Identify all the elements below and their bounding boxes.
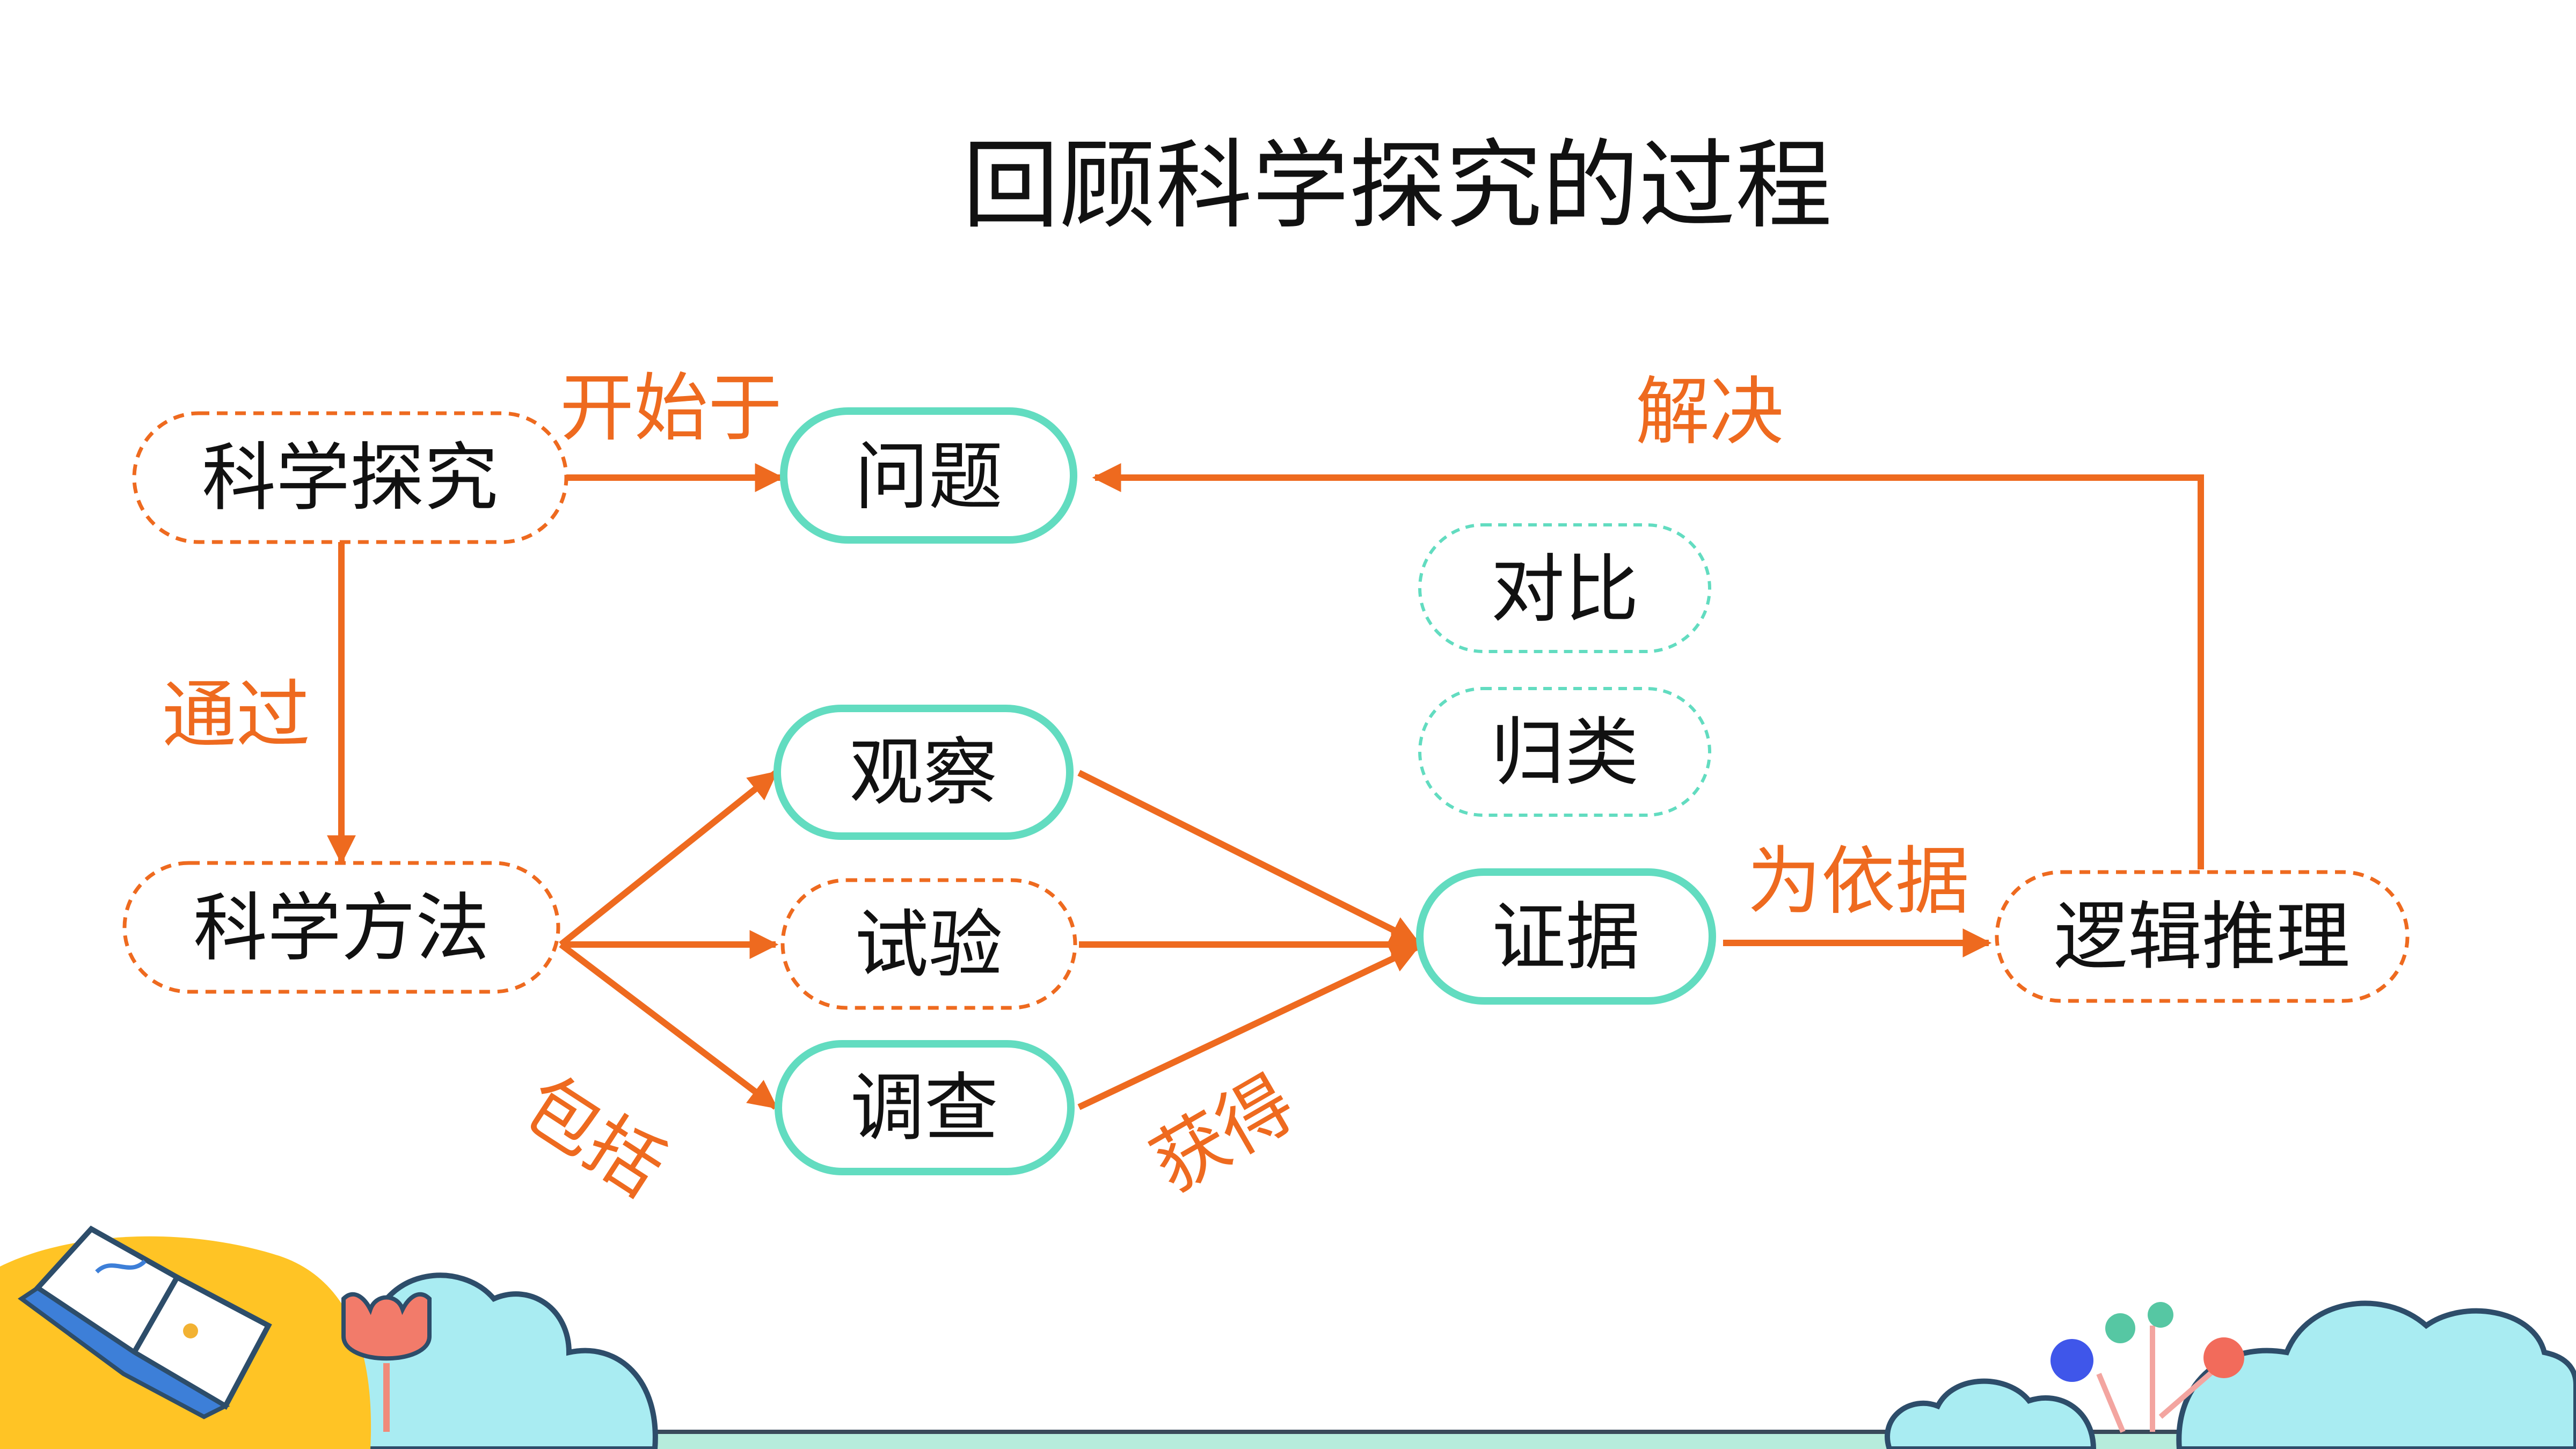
node-luoji-tuili: 逻辑推理 bbox=[1995, 870, 2410, 1003]
node-luoji-tuili-label: 逻辑推理 bbox=[2054, 894, 2350, 980]
node-shiyan-label: 试验 bbox=[855, 902, 1003, 988]
edge-label-tongguo: 通过 bbox=[162, 672, 310, 758]
connectors bbox=[327, 463, 2204, 1110]
node-kexue-tanjiu-label: 科学探究 bbox=[202, 435, 498, 521]
node-kexue-fangfa-label: 科学方法 bbox=[193, 885, 490, 971]
node-shiyan: 试验 bbox=[780, 878, 1077, 1010]
arrow-fangfa-to-guancha bbox=[559, 770, 778, 947]
arrow-diaocha-to-zhengju bbox=[1077, 944, 1420, 1110]
ball-tree-icon bbox=[2050, 1302, 2244, 1433]
node-diaocha: 调查 bbox=[775, 1040, 1075, 1175]
arrow-fangfa-to-diaocha bbox=[559, 942, 778, 1110]
edge-label-huode: 获得 bbox=[1137, 1059, 1309, 1208]
open-book-icon bbox=[0, 1225, 371, 1449]
node-zhengju-label: 证据 bbox=[1492, 894, 1640, 980]
node-guilei-label: 归类 bbox=[1491, 709, 1639, 796]
node-guilei: 归类 bbox=[1418, 687, 1711, 817]
edge-label-baokuo: 包括 bbox=[508, 1060, 680, 1213]
arrow-guancha-to-zhengju bbox=[1077, 770, 1420, 945]
node-duibi: 对比 bbox=[1418, 523, 1711, 653]
node-kexue-fangfa: 科学方法 bbox=[122, 861, 560, 994]
edge-label-jiejue: 解决 bbox=[1636, 369, 1784, 455]
node-wenti: 问题 bbox=[780, 407, 1077, 544]
edge-label-wei-yiju: 为依据 bbox=[1747, 838, 1969, 925]
node-wenti-label: 问题 bbox=[855, 434, 1003, 520]
node-duibi-label: 对比 bbox=[1491, 546, 1639, 633]
node-diaocha-label: 调查 bbox=[850, 1065, 998, 1151]
arrow-luoji-tuili-to-wenti bbox=[1092, 463, 2204, 869]
edge-label-kaishi-yu: 开始于 bbox=[560, 365, 782, 451]
node-guancha: 观察 bbox=[773, 705, 1074, 840]
node-zhengju: 证据 bbox=[1416, 868, 1716, 1005]
node-guancha-label: 观察 bbox=[849, 729, 997, 816]
node-kexue-tanjiu: 科学探究 bbox=[132, 411, 568, 544]
tulip-icon bbox=[341, 1292, 432, 1432]
page-title: 回顾科学探究的过程 bbox=[962, 130, 1832, 242]
